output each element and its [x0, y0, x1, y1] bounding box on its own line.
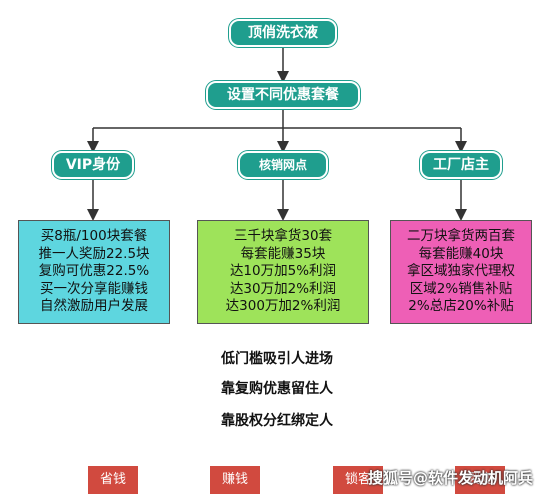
list-item: 达10万加5%利润	[229, 263, 337, 279]
list-item: 每套能赚35块	[240, 245, 326, 262]
list-item: 买一次分享能赚钱	[40, 280, 148, 297]
watermark: 搜狐号@软件发动机阿兵	[368, 469, 534, 487]
earn-money-button[interactable]: 赚钱	[210, 466, 260, 494]
list-item: 二万块拿货两百套	[407, 228, 515, 244]
list-item: 每套能赚40块	[418, 245, 504, 262]
subtitle-node: 设置不同优惠套餐	[206, 81, 360, 109]
lock-customer-button[interactable]: 锁客	[333, 466, 383, 494]
list-item: 拿区域独家代理权	[407, 263, 515, 279]
list-item: 买8瓶/100块套餐	[40, 228, 148, 244]
branch-label-outlet: 核销网点	[238, 151, 328, 179]
tagline-bind: 靠股权分红绑定人	[221, 413, 333, 429]
tagline-entry: 低门槛吸引人进场	[221, 351, 333, 367]
branch-box-factory: 二万块拿货两百套 每套能赚40块 拿区域独家代理权 区域2%销售补贴 2%总店2…	[390, 220, 532, 324]
list-item: 自然激励用户发展	[40, 298, 148, 314]
fission-button[interactable]: 裂变	[455, 466, 505, 494]
branch-label-factory: 工厂店主	[420, 151, 502, 179]
list-item: 达300万加2%利润	[225, 298, 341, 314]
list-item: 推一人奖励22.5块	[38, 245, 150, 262]
tagline-retain: 靠复购优惠留住人	[221, 381, 333, 397]
save-money-button[interactable]: 省钱	[88, 466, 138, 494]
branch-box-outlet: 三千块拿货30套 每套能赚35块 达10万加5%利润 达30万加2%利润 达30…	[197, 220, 369, 324]
list-item: 达30万加2%利润	[229, 280, 337, 297]
list-item: 三千块拿货30套	[233, 228, 333, 244]
list-item: 2%总店20%补贴	[408, 298, 514, 314]
list-item: 区域2%销售补贴	[409, 280, 513, 297]
branch-label-vip: VIP身份	[52, 151, 134, 179]
list-item: 复购可优惠22.5%	[38, 263, 150, 279]
branch-box-vip: 买8瓶/100块套餐 推一人奖励22.5块 复购可优惠22.5% 买一次分享能赚…	[18, 220, 170, 324]
title-node: 顶俏洗衣液	[229, 19, 337, 47]
